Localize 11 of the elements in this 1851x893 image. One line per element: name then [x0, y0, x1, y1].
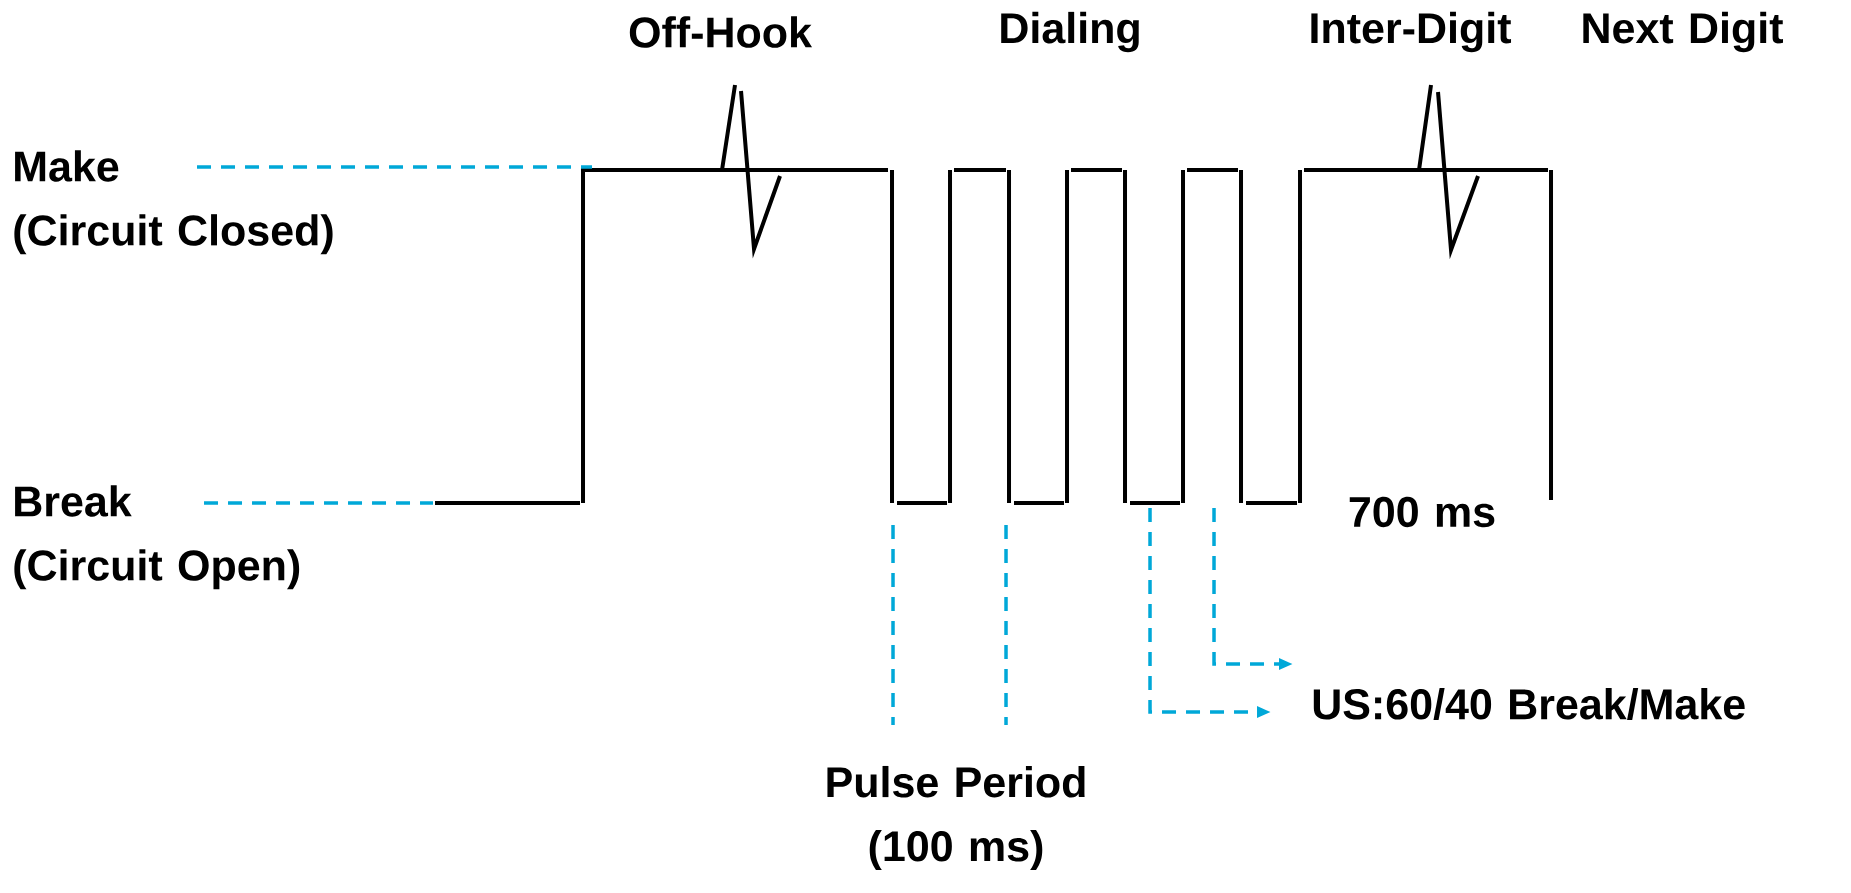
level-label: Make (Circuit Closed): [14, 150, 333, 255]
duration-label: 700 ms: [1349, 496, 1495, 528]
phase-label: Off-Hook: [629, 16, 813, 48]
phase-label: Dialing: [1001, 11, 1139, 53]
leader-line: [197, 165, 592, 169]
level-label: Break (Circuit Open): [14, 485, 300, 590]
leader-line: [204, 501, 433, 505]
phase-label: Next Digit: [1583, 11, 1783, 53]
dimension-label: Pulse Period (100 ms): [827, 765, 1085, 871]
ratio-label: US:60/40 Break/Make: [1313, 688, 1745, 720]
phase-label: Inter-Digit: [1311, 11, 1511, 53]
